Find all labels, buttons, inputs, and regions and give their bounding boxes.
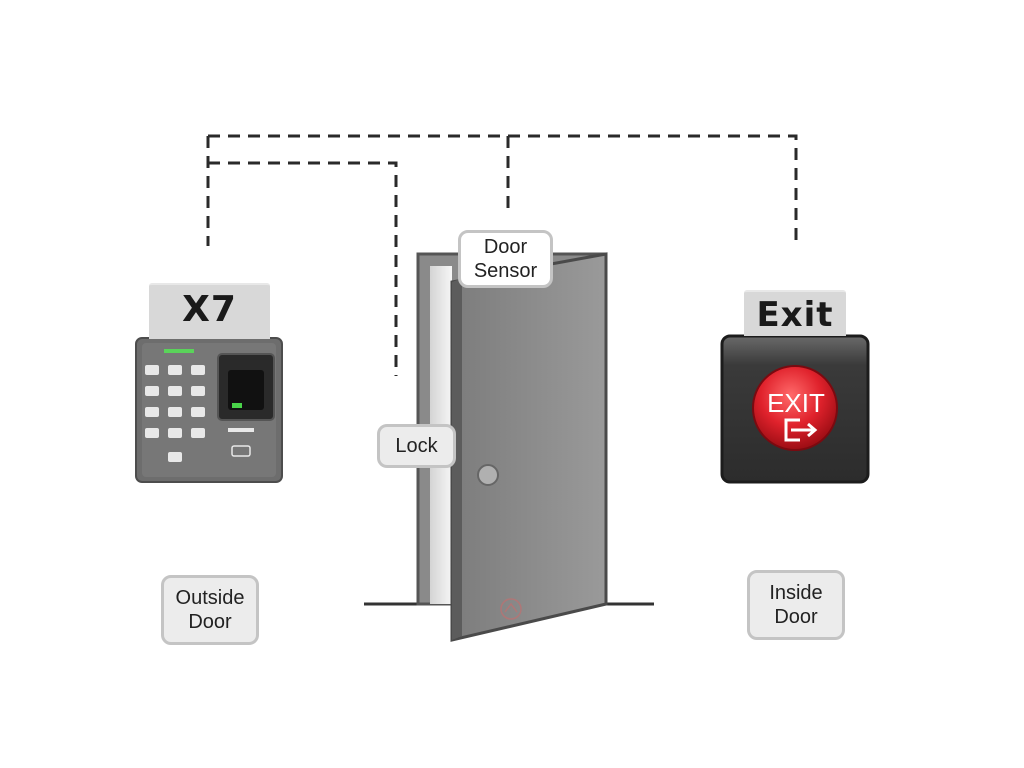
door-sensor-label: Door Sensor bbox=[458, 230, 553, 288]
wire-main-top bbox=[208, 134, 798, 246]
exit-arrow-icon bbox=[784, 418, 818, 442]
door-knob-icon bbox=[477, 464, 499, 486]
wiring-lines bbox=[206, 134, 798, 376]
keypad-icon bbox=[145, 365, 205, 462]
wire-lock bbox=[208, 161, 398, 376]
outside-door-label: Outside Door bbox=[161, 575, 259, 645]
x7-device bbox=[135, 337, 283, 483]
status-led-bar bbox=[164, 349, 194, 353]
fingerprint-sensor-icon bbox=[217, 353, 275, 421]
exit-button-box: EXIT bbox=[720, 334, 870, 484]
exit-button-text: EXIT bbox=[767, 388, 825, 418]
door-panel bbox=[450, 252, 608, 642]
watermark-icon bbox=[500, 598, 522, 620]
inside-door-label: Inside Door bbox=[747, 570, 845, 640]
lock-label: Lock bbox=[377, 424, 456, 468]
exit-tag: Exit bbox=[744, 290, 846, 336]
device-model-tag: X7 bbox=[149, 283, 270, 339]
